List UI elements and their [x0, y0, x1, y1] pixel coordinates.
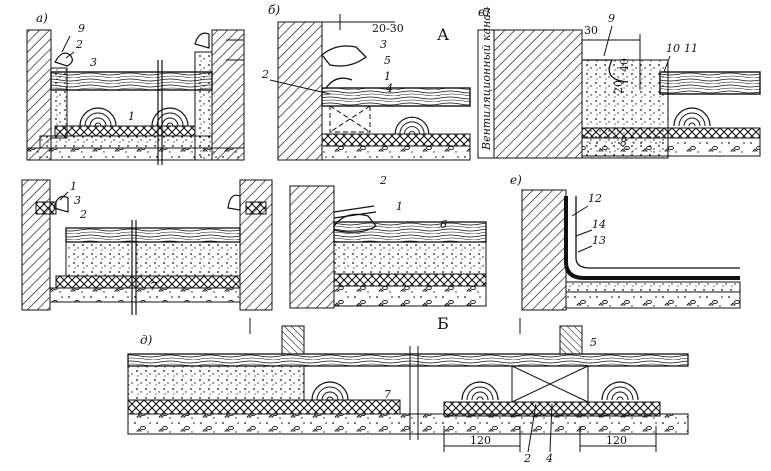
panel-g-floor-detail: 1 3 2 7	[21, 179, 273, 315]
panel-b-floor-detail: б) 20-30 3 5 2 1 4	[261, 3, 471, 161]
panel-v-dim-40: 40	[618, 58, 631, 72]
panel-zh-floor-detail: д) 120 120 7 5 2 4	[127, 318, 689, 465]
panel-v-callout-8: 8	[620, 136, 627, 149]
panel-a-callout-9: 9	[78, 22, 85, 35]
panel-d-callout-6: 6	[440, 218, 447, 231]
panel-zh-callout-4: 4	[545, 452, 553, 465]
panel-e-callout-14: 14	[592, 218, 606, 231]
panel-b-callout-3: 3	[380, 38, 387, 51]
panel-g-callout-1: 1	[70, 180, 77, 193]
panel-e-floor-detail: е) 12 14 13	[510, 173, 741, 311]
panel-zh-dim-left: 120	[470, 434, 491, 447]
section-label-b: Б	[437, 314, 449, 333]
panel-b-callout-2: 2	[261, 68, 269, 81]
panel-v-callout-10: 10	[666, 42, 680, 55]
panel-d-floor-detail: 2 1 6	[289, 174, 487, 309]
panel-d-callout-2: 2	[379, 174, 387, 187]
panel-v-duct-label: Вентиляционный канал	[480, 7, 493, 151]
panel-d-callout-1: 1	[396, 200, 403, 213]
panel-v-letter: в)	[478, 5, 490, 19]
panel-g-callout-7: 7	[150, 280, 157, 293]
panel-zh-letter: д)	[140, 333, 153, 347]
panel-zh-callout-7: 7	[384, 388, 391, 401]
panel-b-dim: 20-30	[372, 22, 404, 35]
panel-b-callout-1: 1	[384, 70, 391, 83]
panel-e-callout-12: 12	[588, 192, 602, 205]
panel-a-callout-2: 2	[75, 38, 83, 51]
panel-zh-callout-5: 5	[590, 336, 597, 349]
panel-a-letter: а)	[36, 11, 48, 25]
panel-v-dim-20: 20	[612, 80, 625, 94]
panel-zh-dim-right: 120	[606, 434, 627, 447]
panel-g-callout-2: 2	[79, 208, 87, 221]
panel-v-callout-11: 11	[684, 42, 698, 55]
panel-a-callout-1: 1	[128, 110, 135, 123]
panel-e-callout-13: 13	[592, 234, 606, 247]
panel-v-dim-30: 30	[584, 24, 598, 37]
panel-b-callout-5: 5	[384, 54, 391, 67]
panel-v-callout-9: 9	[608, 12, 615, 25]
panel-a-floor-detail: а) 9 2 3 1	[26, 11, 245, 165]
panel-e-letter: е)	[510, 173, 522, 187]
panel-b-callout-4: 4	[385, 82, 393, 95]
panel-g-callout-3: 3	[74, 194, 81, 207]
panel-v-vent-duct-detail: в) Вентиляционный канал 30 40 20 9 10 11…	[477, 5, 761, 159]
section-label-a: А	[437, 25, 449, 44]
panel-b-letter: б)	[268, 3, 280, 17]
panel-zh-callout-2: 2	[523, 452, 531, 465]
panel-a-callout-3: 3	[90, 56, 97, 69]
